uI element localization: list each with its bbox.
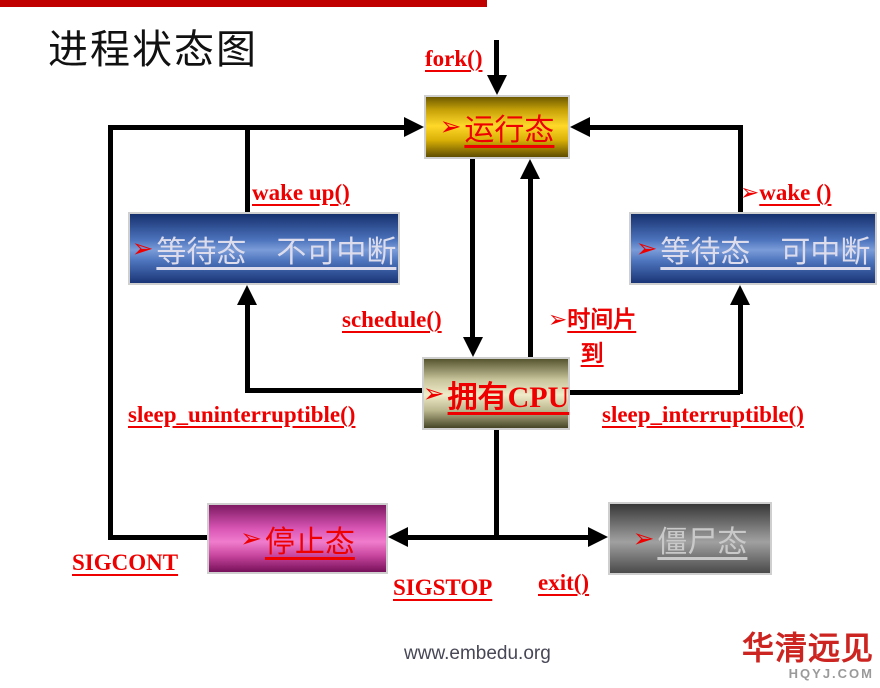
connector-wake-vertical bbox=[738, 125, 743, 212]
label-timeslice-line2: 到 bbox=[580, 341, 604, 366]
label-sleep-uninterruptible: sleep_uninterruptible() bbox=[128, 402, 356, 427]
connector-hascpu-down-vertical bbox=[494, 430, 499, 537]
node-running: ➢ 运行态 bbox=[424, 95, 570, 159]
arrowhead-into-running-bottom-icon bbox=[520, 159, 540, 179]
arrow-bullet-icon: ➢ bbox=[740, 180, 760, 206]
arrowhead-into-hascpu-icon bbox=[463, 337, 483, 357]
arrow-bullet-icon: ➢ bbox=[131, 233, 154, 264]
label-wake: ➢wake () bbox=[740, 180, 831, 206]
connector-sleepunint-vertical bbox=[245, 300, 250, 392]
top-accent-bar bbox=[0, 0, 487, 7]
connector-wakeup-vertical bbox=[245, 125, 250, 212]
label-timeslice-line1: 时间片 bbox=[567, 307, 637, 332]
connector-left-vertical bbox=[108, 125, 113, 537]
label-schedule: schedule() bbox=[342, 307, 442, 332]
label-exit: exit() bbox=[538, 570, 590, 595]
node-waiting-interruptible: ➢ 等待态 可中断 bbox=[629, 212, 877, 285]
label-sleep-interruptible: sleep_interruptible() bbox=[602, 402, 804, 427]
arrow-bullet-icon: ➢ bbox=[422, 378, 445, 409]
arrowhead-into-waitunint-icon bbox=[237, 285, 257, 305]
page-title: 进程状态图 bbox=[48, 27, 258, 72]
arrowhead-into-zombie-icon bbox=[588, 527, 608, 547]
logo-domain: HQYJ.COM bbox=[788, 666, 874, 681]
connector-sleepunint-horizontal bbox=[245, 388, 422, 393]
connector-schedule-vertical bbox=[470, 159, 475, 342]
node-zombie: ➢ 僵尸态 bbox=[608, 502, 772, 575]
node-running-label: 运行态 bbox=[464, 114, 555, 147]
arrowhead-into-running-right-icon bbox=[570, 117, 590, 137]
arrowhead-into-running-left-icon bbox=[404, 117, 424, 137]
connector-sigcont-horizontal bbox=[108, 535, 207, 540]
arrowhead-into-stopped-icon bbox=[388, 527, 408, 547]
arrow-bullet-icon: ➢ bbox=[632, 523, 655, 554]
node-waiting-uninterruptible: ➢ 等待态 不可中断 bbox=[128, 212, 400, 285]
label-wake-up: wake up() bbox=[252, 180, 350, 205]
node-zombie-label: 僵尸态 bbox=[657, 525, 748, 559]
label-sigcont: SIGCONT bbox=[72, 550, 179, 575]
node-has-cpu-label: 拥有CPU bbox=[447, 380, 570, 414]
node-waiting-interruptible-label: 等待态 可中断 bbox=[660, 235, 871, 269]
node-has-cpu: ➢ 拥有CPU bbox=[422, 357, 570, 430]
label-sigstop: SIGSTOP bbox=[393, 575, 493, 600]
connector-bottom-horizontal bbox=[406, 535, 590, 540]
label-fork: fork() bbox=[425, 46, 483, 71]
connector-timeslice-vertical bbox=[528, 177, 533, 357]
arrowhead-fork-icon bbox=[487, 75, 507, 95]
arrowhead-into-waitint-icon bbox=[730, 285, 750, 305]
arrow-bullet-icon: ➢ bbox=[240, 523, 262, 554]
arrow-bullet-icon: ➢ bbox=[635, 233, 658, 264]
logo-name: 华清远见 bbox=[741, 630, 874, 666]
label-wake-text: wake () bbox=[759, 180, 832, 205]
node-stopped-label: 停止态 bbox=[264, 525, 355, 559]
company-logo: 华清远见 HQYJ.COM bbox=[740, 632, 876, 680]
connector-sleepint-vertical bbox=[738, 300, 743, 394]
footer-url: www.embedu.org bbox=[404, 643, 551, 664]
connector-sleepint-horizontal bbox=[570, 390, 740, 395]
connector-fork-vertical bbox=[494, 40, 499, 80]
arrow-bullet-icon: ➢ bbox=[548, 307, 568, 333]
connector-topright-horizontal bbox=[586, 125, 742, 130]
node-stopped: ➢ 停止态 bbox=[207, 503, 388, 574]
node-waiting-uninterruptible-label: 等待态 不可中断 bbox=[156, 235, 397, 269]
label-timeslice: ➢时间片 到 bbox=[548, 300, 636, 368]
connector-top-horizontal bbox=[108, 125, 408, 130]
arrow-bullet-icon: ➢ bbox=[439, 112, 462, 142]
